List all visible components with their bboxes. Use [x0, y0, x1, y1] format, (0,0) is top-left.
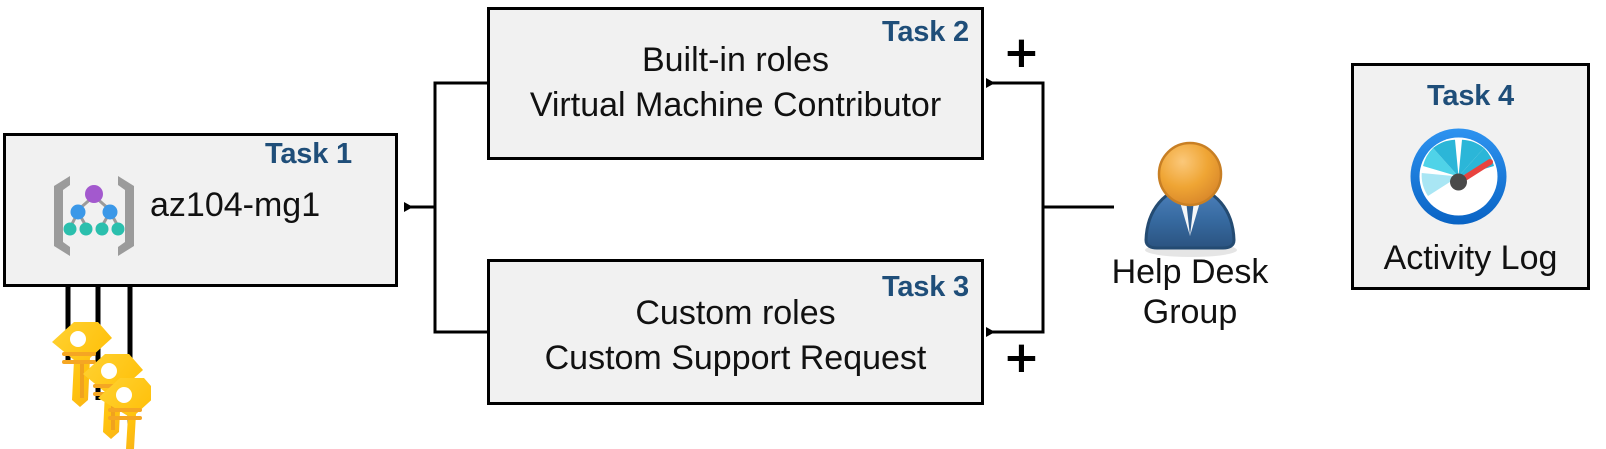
task2-box[interactable] — [487, 7, 984, 160]
connector-roles-to-management-group — [404, 81, 487, 334]
help-desk-group-label-line2: Group — [1142, 293, 1238, 331]
task2-line2: Virtual Machine Contributor — [529, 86, 942, 124]
task4-text: Activity Log — [1383, 239, 1558, 277]
task1-text: az104-mg1 — [150, 186, 321, 224]
management-group-icon — [44, 168, 144, 258]
help-desk-group-label-line1: Help Desk — [1111, 253, 1269, 291]
task3-line2: Custom Support Request — [544, 339, 927, 377]
task2-line1: Built-in roles — [641, 41, 830, 79]
activity-log-gauge-icon — [1406, 124, 1511, 229]
key-3 — [98, 378, 158, 449]
plus-icon-bottom: + — [1003, 332, 1040, 383]
task1-label: Task 1 — [265, 138, 352, 170]
plus-icon-top: + — [1003, 27, 1040, 78]
user-group-icon — [1125, 140, 1255, 258]
key-1 — [52, 322, 112, 407]
task4-label: Task 4 — [1427, 80, 1514, 112]
task3-line1: Custom roles — [635, 294, 836, 332]
task3-box[interactable] — [487, 259, 984, 405]
task2-label: Task 2 — [882, 16, 969, 48]
task3-label: Task 3 — [882, 271, 969, 303]
three-keys-icon — [36, 310, 158, 449]
task1-box[interactable] — [3, 133, 398, 287]
